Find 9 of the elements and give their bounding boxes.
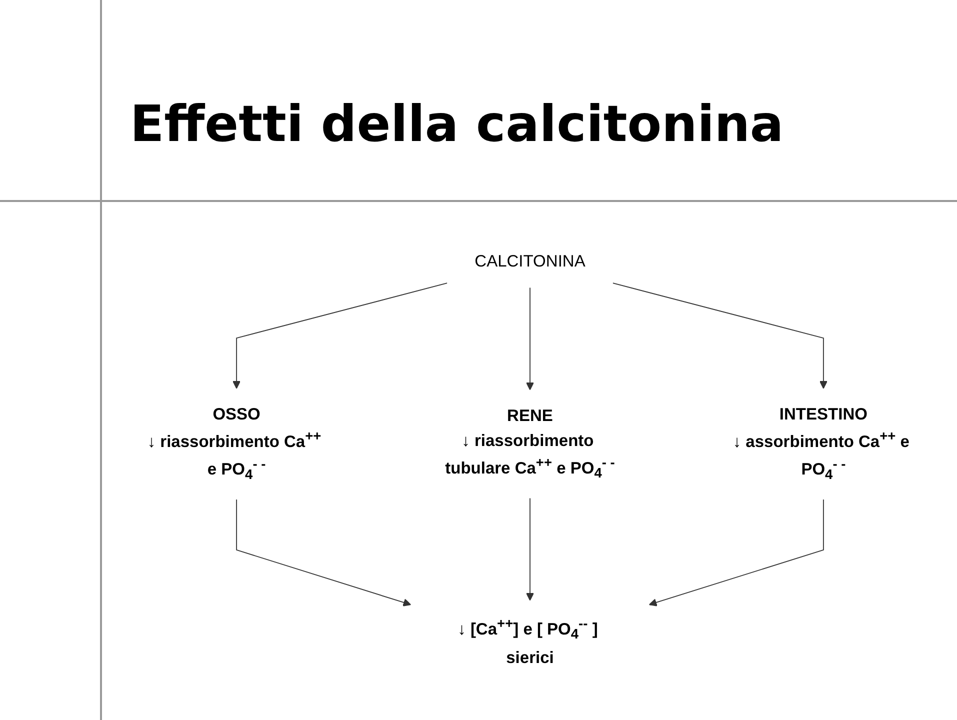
arrow [612, 283, 828, 390]
arrow [236, 499, 412, 607]
arrow [526, 288, 534, 391]
slide-title: Effetti della calcitonina [130, 95, 784, 153]
arrow [648, 499, 824, 607]
node-text: ↓ [Ca$^{++}$] e [ PO$_{4}$$^{--}$ ] sierici [458, 616, 598, 667]
arrow [232, 283, 448, 390]
node-text: CALCITONINA [474, 252, 586, 271]
arrow [526, 498, 534, 602]
